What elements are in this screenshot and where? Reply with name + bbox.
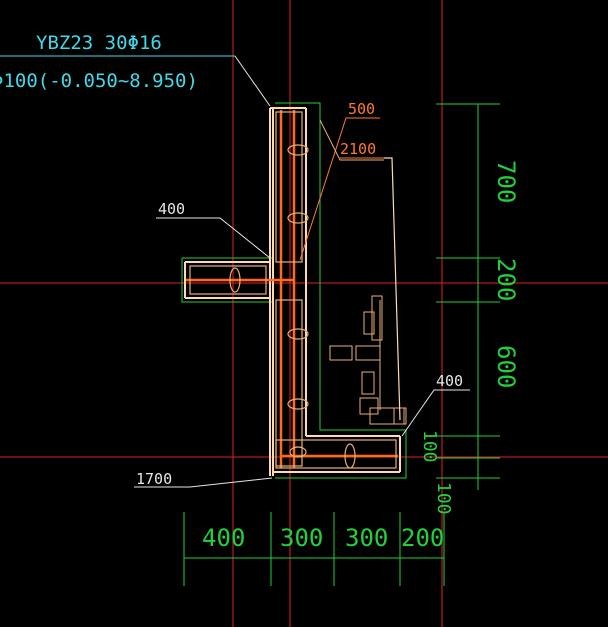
- dim-v-100-b: 100: [433, 482, 454, 515]
- stirrups: [189, 111, 397, 469]
- dim-v-100-a: 100: [419, 430, 440, 463]
- title-annotation: YBZ23 30Φ16 Φ100(-0.050~8.950): [0, 32, 271, 107]
- dim-h-3: 300: [345, 524, 388, 552]
- leader-400-right: 400: [401, 372, 470, 437]
- dim-h-2: 300: [280, 524, 323, 552]
- dim-v-700: 700: [492, 160, 520, 203]
- dim-v-200: 200: [492, 258, 520, 301]
- leader-1700: 1700: [134, 470, 273, 488]
- leader-500-2100: 500 2100: [299, 100, 401, 421]
- detail-blocks: [329, 295, 407, 425]
- dimension-horizontal: [183, 512, 445, 586]
- leader-500-label: 500: [348, 100, 375, 118]
- dim-h-1: 400: [202, 524, 245, 552]
- leader-400-right-label: 400: [436, 372, 463, 390]
- leader-1700-label: 1700: [136, 470, 172, 488]
- tie-marks: [229, 144, 356, 469]
- leader-400-left-label: 400: [158, 200, 185, 218]
- dim-h-4: 200: [401, 524, 444, 552]
- leader-2100-label: 2100: [340, 140, 376, 158]
- dimension-vertical: [436, 103, 500, 490]
- title-line-2: Φ100(-0.050~8.950): [0, 70, 198, 92]
- wall-outline: [184, 107, 401, 476]
- dim-v-600: 600: [492, 345, 520, 388]
- title-line-1: YBZ23 30Φ16: [36, 32, 162, 54]
- leader-400-left: 400: [156, 200, 271, 259]
